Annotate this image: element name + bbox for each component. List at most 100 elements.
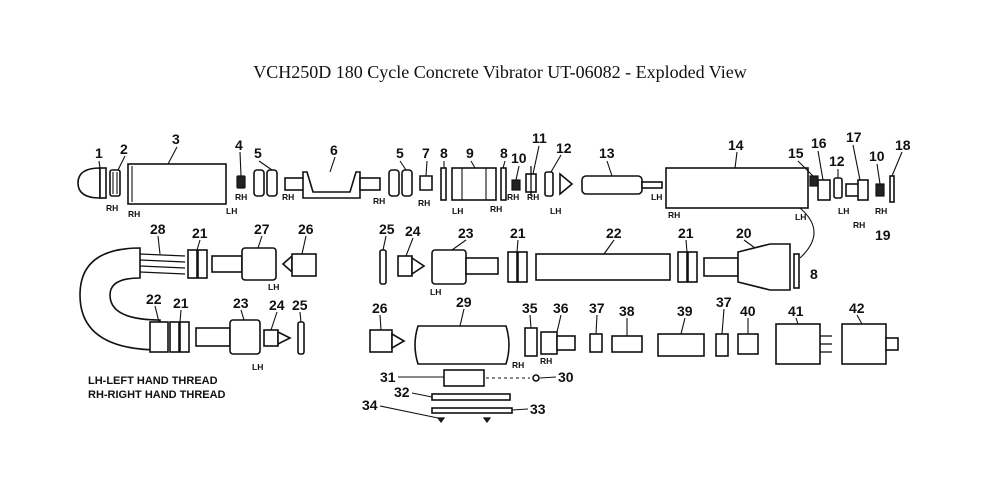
- thread-mark: RH: [512, 360, 524, 370]
- part-10b-nut: [875, 183, 885, 197]
- callout-39: 39: [677, 303, 693, 319]
- part-23-connector: [431, 249, 499, 285]
- thread-mark: LH: [226, 206, 237, 216]
- part-17-sleeve: [845, 179, 869, 201]
- part-12c-spring: [833, 177, 843, 199]
- callout-25b: 25: [292, 297, 308, 313]
- callout-11: 11: [532, 130, 547, 146]
- part-21b-fitting: [507, 251, 528, 283]
- callout-22b: 22: [146, 291, 162, 307]
- callout-9: 9: [466, 145, 474, 161]
- part-15-nut: [809, 175, 819, 187]
- callout-26b: 26: [372, 300, 388, 316]
- legend-rh: RH-RIGHT HAND THREAD: [88, 389, 226, 401]
- callout-10b: 10: [869, 148, 885, 164]
- thread-mark: RH: [373, 196, 385, 206]
- part-36-switch: [540, 331, 576, 355]
- thread-mark: RH: [106, 203, 118, 213]
- thread-mark: LH: [452, 206, 463, 216]
- callout-14: 14: [728, 137, 744, 153]
- callout-10: 10: [511, 150, 527, 166]
- thread-mark: RH: [418, 198, 430, 208]
- part-5b-bearing: [388, 169, 413, 197]
- part-12-spring: [544, 171, 554, 197]
- part-33-base: [431, 407, 513, 414]
- callout-5: 5: [254, 145, 262, 161]
- part-21-fitting: [187, 249, 208, 279]
- callout-8c: 8: [810, 266, 818, 282]
- thread-mark: RH: [235, 192, 247, 202]
- part-34-feet: [436, 417, 492, 423]
- part-32-plate: [431, 393, 511, 401]
- thread-mark: LH: [651, 192, 662, 202]
- thread-legend: LH-LEFT HAND THREAD RH-RIGHT HAND THREAD: [88, 375, 226, 401]
- part-1-end-cap: [77, 167, 107, 199]
- callout-21: 21: [192, 225, 208, 241]
- part-22-hose: [535, 253, 671, 281]
- part-22b-hose: [149, 321, 169, 353]
- callout-12: 12: [556, 140, 572, 156]
- callout-25: 25: [379, 221, 395, 237]
- cord-line: [799, 207, 815, 259]
- callout-38: 38: [619, 303, 635, 319]
- part-23b-connector: [195, 319, 261, 355]
- callout-33: 33: [530, 401, 546, 417]
- callout-8b: 8: [500, 145, 508, 161]
- part-21c-fitting: [677, 251, 698, 283]
- callout-20: 20: [736, 225, 752, 241]
- callout-40: 40: [740, 303, 756, 319]
- part-18-clip: [889, 175, 895, 203]
- part-41-plug: [775, 323, 832, 365]
- callout-27: 27: [254, 221, 270, 237]
- callout-numbers: 1 2 3 4 5 6 5 7 8 9 8 10 11 12 13 14 15 …: [95, 129, 911, 417]
- callout-5b: 5: [396, 145, 404, 161]
- callout-16: 16: [811, 135, 827, 151]
- callout-7: 7: [422, 145, 430, 161]
- callout-35: 35: [522, 300, 538, 316]
- part-29-motor: [414, 325, 510, 365]
- callout-13: 13: [599, 145, 615, 161]
- thread-mark: LH: [430, 287, 441, 297]
- callout-1: 1: [95, 145, 103, 161]
- part-8b-washer: [500, 167, 507, 201]
- thread-mark: RH: [282, 192, 294, 202]
- part-16-bushing: [817, 179, 831, 201]
- callout-30: 30: [558, 369, 574, 385]
- thread-mark: LH: [268, 282, 279, 292]
- callout-21b: 21: [510, 225, 526, 241]
- part-20-adapter: [703, 243, 791, 291]
- part-40-adapter: [737, 333, 759, 355]
- callout-21d: 21: [173, 295, 189, 311]
- part-39-cable: [657, 333, 705, 357]
- part-26-plug: [281, 253, 317, 277]
- part-8c-washer: [793, 253, 800, 289]
- callout-17: 17: [846, 129, 862, 145]
- callout-37b: 37: [716, 294, 732, 310]
- callout-28: 28: [150, 221, 166, 237]
- callout-15: 15: [788, 145, 804, 161]
- part-7-spacer: [419, 175, 433, 191]
- thread-mark: RH: [875, 206, 887, 216]
- callout-19: 19: [875, 227, 891, 243]
- thread-mark: RH: [490, 204, 502, 214]
- callout-6: 6: [330, 142, 338, 158]
- callout-41: 41: [788, 303, 804, 319]
- part-11-pin: [525, 166, 537, 196]
- callout-24b: 24: [269, 297, 285, 313]
- part-10-nut: [511, 179, 521, 191]
- callout-37: 37: [589, 300, 605, 316]
- part-3-tube: [127, 163, 227, 205]
- page-title: VCH250D 180 Cycle Concrete Vibrator UT-0…: [253, 62, 747, 82]
- callout-23b: 23: [233, 295, 249, 311]
- callout-42: 42: [849, 300, 865, 316]
- part-25b-pin: [297, 321, 305, 355]
- callout-29: 29: [456, 294, 472, 310]
- thread-mark: LH: [838, 206, 849, 216]
- part-31-switch-box: [443, 369, 530, 387]
- callout-4: 4: [235, 137, 243, 153]
- part-5-bearing: [253, 169, 278, 197]
- callout-22: 22: [606, 225, 622, 241]
- callout-21c: 21: [678, 225, 694, 241]
- callout-31: 31: [380, 369, 396, 385]
